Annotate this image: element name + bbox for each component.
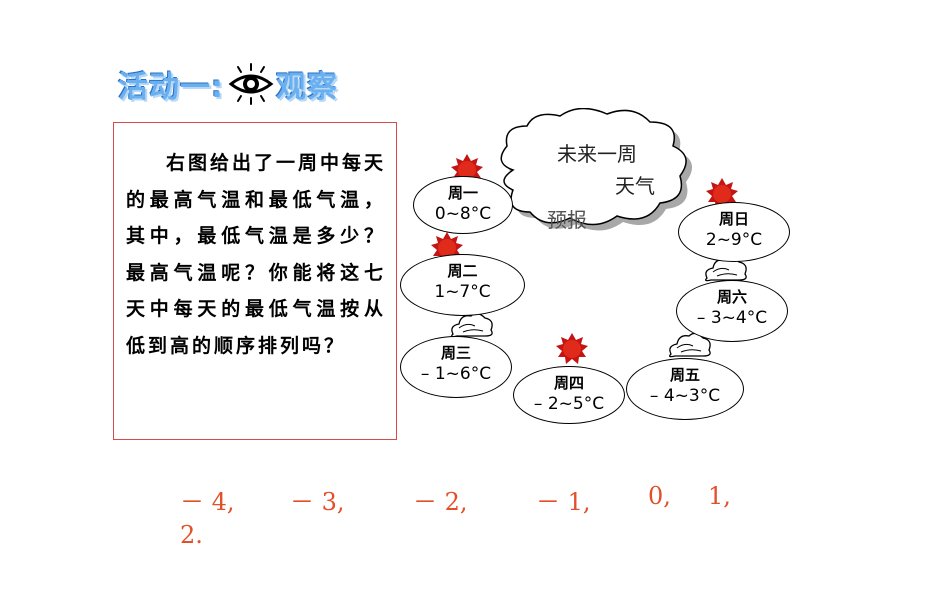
day-tuesday: 周二 1~7°C xyxy=(400,254,525,316)
weather-graphics xyxy=(431,108,747,364)
day-sunday: 周日 2~9°C xyxy=(678,202,790,262)
day-label: 周五 xyxy=(669,366,700,384)
day-temp: 1~7°C xyxy=(434,282,491,302)
day-label: 周日 xyxy=(718,210,749,228)
day-temp: – 2~5°C xyxy=(533,394,605,414)
answer-item: － 2, xyxy=(413,488,468,516)
day-temp: 2~9°C xyxy=(705,230,763,250)
sun-icon xyxy=(556,333,588,364)
day-label: 周三 xyxy=(440,344,471,362)
answer-item: 1, xyxy=(708,482,731,510)
answer-item: － 3, xyxy=(290,488,345,516)
answer-item: 0, xyxy=(648,482,671,510)
forecast-cloud xyxy=(500,108,687,226)
day-temp: – 3~4°C xyxy=(696,308,768,328)
day-wednesday: 周三 – 1~6°C xyxy=(400,336,512,398)
day-label: 周六 xyxy=(716,288,747,306)
eye-icon xyxy=(228,63,274,105)
cloud-line2: 天气 xyxy=(615,174,655,198)
question-text: 右图给出了一周中每天的最高气温和最低气温，其中，最低气温是多少？最高气温呢？你能… xyxy=(126,152,387,357)
cloud-line1: 未来一周 xyxy=(557,142,637,166)
cloud-icon xyxy=(451,312,493,338)
weekly-weather-diagram: 未来一周 天气 预报 周一 0~8°C 周二 1~7°C 周三 – 1~6°C … xyxy=(395,108,795,438)
cloud-line3: 预报 xyxy=(547,208,587,232)
answer-item: － 4, xyxy=(180,488,235,516)
answer-item: － 1, xyxy=(536,488,591,516)
day-temp: – 1~6°C xyxy=(420,364,492,384)
day-monday: 周一 0~8°C xyxy=(413,176,513,234)
question-box: 右图给出了一周中每天的最高气温和最低气温，其中，最低气温是多少？最高气温呢？你能… xyxy=(113,122,397,440)
day-label: 周四 xyxy=(553,374,584,392)
activity-title: 活动一: 观察 xyxy=(118,62,338,106)
day-friday: 周五 – 4~3°C xyxy=(626,358,744,420)
day-label: 周一 xyxy=(447,184,478,202)
activity-title-prefix: 活动一: xyxy=(118,70,224,105)
day-label: 周二 xyxy=(447,262,478,280)
activity-title-suffix: 观察 xyxy=(276,70,338,105)
day-temp: 0~8°C xyxy=(434,204,492,224)
ordered-answer: － 4, － 3, － 2, － 1, 0, 1, 2. xyxy=(180,482,748,549)
answer-item: 2. xyxy=(180,521,203,549)
day-thursday: 周四 – 2~5°C xyxy=(513,366,625,424)
day-temp: – 4~3°C xyxy=(649,386,721,406)
day-saturday: 周六 – 3~4°C xyxy=(676,280,788,342)
